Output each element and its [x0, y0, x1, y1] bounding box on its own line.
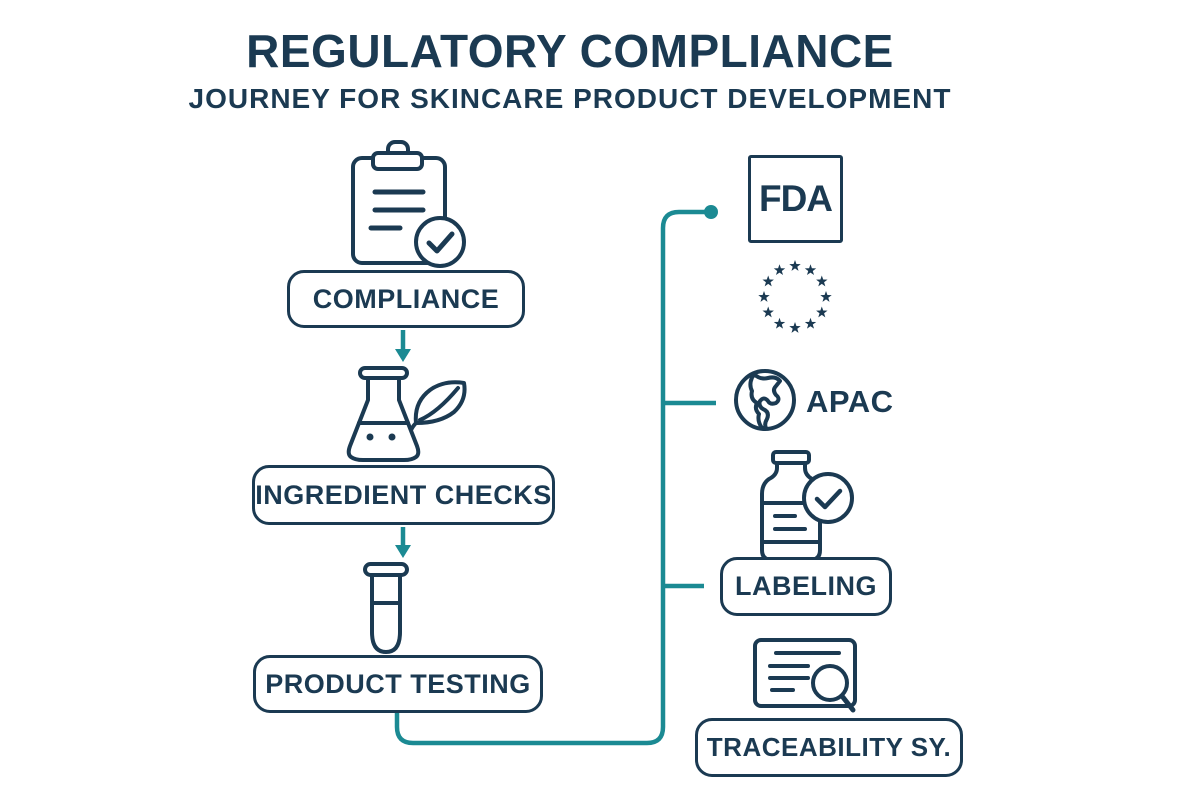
outcome-pill-labeling: LABELING	[720, 557, 892, 616]
page-subtitle: JOURNEY FOR SKINCARE PRODUCT DEVELOPMENT	[188, 83, 952, 114]
document-search-icon	[753, 638, 857, 713]
outcome-pill-traceability: TRACEABILITY SY.	[695, 718, 963, 777]
fda-square-icon: FDA	[748, 155, 843, 243]
page-title: REGULATORY COMPLIANCE	[246, 25, 894, 77]
flow-step-pill-product-testing: PRODUCT TESTING	[253, 655, 543, 713]
down-arrow-icon	[395, 545, 411, 558]
flow-step-pill-ingredient-checks: INGREDIENT CHECKS	[252, 465, 555, 525]
eu-stars-icon	[758, 260, 832, 333]
connector-end-dot	[704, 205, 718, 219]
apac-label: APAC	[806, 384, 894, 419]
test-tube-icon	[363, 562, 409, 654]
globe-icon	[734, 369, 796, 431]
clipboard-check-icon	[351, 140, 466, 268]
bottle-check-icon	[760, 450, 854, 562]
flask-leaf-icon	[346, 366, 467, 462]
flow-step-pill-compliance: COMPLIANCE	[287, 270, 525, 328]
fda-label: FDA	[758, 178, 833, 219]
